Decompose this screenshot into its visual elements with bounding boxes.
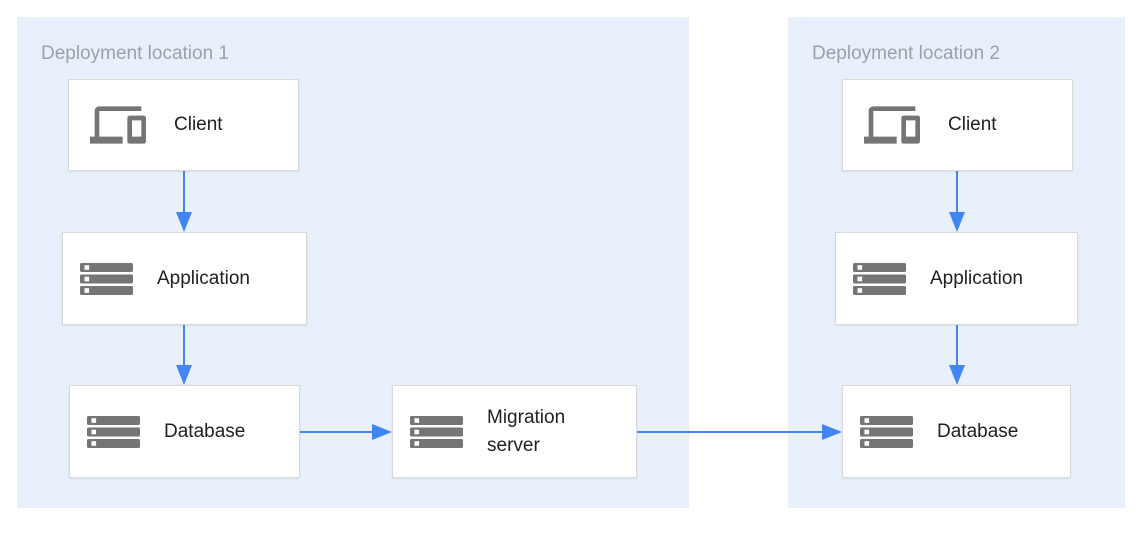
node-label: Client (948, 114, 997, 135)
node-database-2: Database (842, 385, 1071, 478)
node-database-1: Database (69, 385, 300, 478)
node-label: Database (937, 420, 1019, 442)
node-client-2: Client (842, 79, 1073, 171)
node-application-2: Application (835, 232, 1078, 325)
devices-icon (86, 97, 150, 153)
node-label: Database (164, 420, 246, 442)
node-label: Client (174, 114, 223, 135)
node-label: Application (157, 267, 250, 289)
devices-icon (860, 97, 924, 153)
node-client-1: Client (68, 79, 299, 171)
server-stack-icon (860, 415, 913, 448)
node-application-1: Application (62, 232, 307, 325)
server-stack-icon (87, 415, 140, 448)
server-stack-icon (410, 415, 463, 448)
region-label-1: Deployment location 1 (41, 43, 229, 64)
region-label-2: Deployment location 2 (812, 43, 1000, 64)
node-label: Application (930, 267, 1023, 289)
server-stack-icon (80, 262, 133, 295)
node-migration-server: Migration server (392, 385, 637, 478)
server-stack-icon (853, 262, 906, 295)
node-label: Migration server (487, 406, 566, 456)
